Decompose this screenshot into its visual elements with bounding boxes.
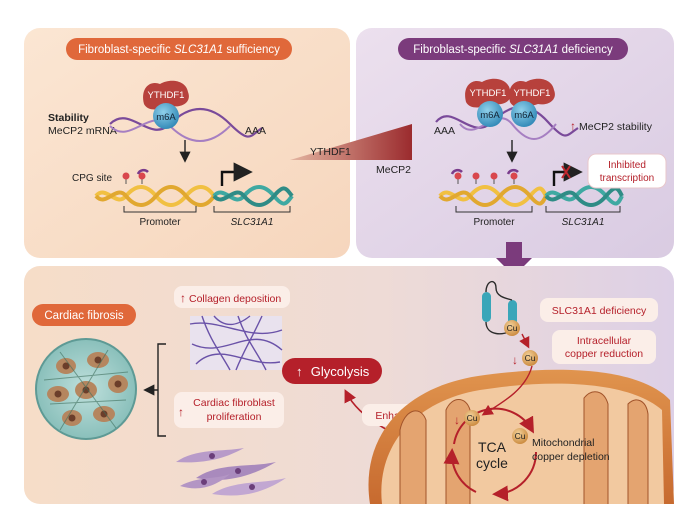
sufficiency-panel [24, 28, 350, 258]
svg-text:m6A: m6A [514, 110, 534, 121]
svg-text:↓: ↓ [512, 353, 518, 367]
svg-text:↑: ↑ [180, 291, 186, 305]
deficiency-panel [356, 28, 674, 258]
svg-text:proliferation: proliferation [207, 411, 262, 423]
gene-label-left: SLC31A1 [231, 217, 274, 228]
gene-bracket-right [545, 206, 621, 213]
ythdf1-gradient-wedge [290, 124, 412, 160]
m6a-modification-right-b: m6A [511, 101, 537, 127]
mrna-strand [109, 108, 263, 138]
blocked-transcription-arrow [552, 162, 583, 186]
svg-text:Glycolysis: Glycolysis [311, 364, 370, 379]
gene-bracket-left [213, 206, 291, 213]
ythdf1-protein: YTHDF1 [143, 80, 189, 110]
ythdf1-protein-right-b: YTHDF1 [509, 78, 555, 108]
ythdf1-protein-right-a: YTHDF1 [465, 78, 511, 108]
svg-text:Cu: Cu [507, 323, 518, 333]
svg-text:Collagen deposition: Collagen deposition [189, 293, 281, 305]
svg-text:↓: ↓ [454, 413, 460, 427]
svg-text:Cardiac fibroblast: Cardiac fibroblast [193, 397, 275, 409]
svg-text:Inhibited: Inhibited [608, 160, 646, 171]
svg-text:transcription: transcription [600, 173, 654, 184]
outcome-bracket [146, 343, 166, 437]
cu-to-mito-arrow [481, 365, 533, 416]
promoter-bracket-right [455, 206, 533, 213]
svg-text:m6A: m6A [480, 110, 500, 121]
fibrotic-tissue-illustration [35, 338, 137, 440]
cpg-marker [122, 168, 149, 184]
cu-entry-arrow [519, 333, 530, 349]
svg-text:↑: ↑ [296, 364, 303, 379]
svg-text:YTHDF1: YTHDF1 [148, 90, 185, 101]
collagen-deposition-label: ↑ Collagen deposition [174, 286, 290, 308]
promoter-bracket-left [123, 206, 197, 213]
svg-text:copper reduction: copper reduction [565, 348, 643, 360]
svg-text:Cu: Cu [515, 431, 526, 441]
inhibited-transcription-box: Inhibited transcription [587, 153, 667, 189]
svg-text:↑: ↑ [570, 119, 576, 133]
panel-connector-arrow [496, 242, 532, 276]
ythdf1-gradient-label: YTHDF1 [310, 146, 351, 158]
svg-text:YTHDF1: YTHDF1 [514, 88, 551, 99]
svg-text:↑: ↑ [178, 405, 184, 419]
svg-text:Cu: Cu [467, 413, 478, 423]
svg-text:cycle: cycle [476, 455, 508, 471]
mecp2-gradient-label: MeCP2 [376, 164, 411, 176]
svg-text:TCA: TCA [478, 439, 507, 455]
sufficiency-title-badge: Fibroblast-specific SLC31A1 sufficiency [66, 38, 292, 60]
svg-text:Cardiac fibrosis: Cardiac fibrosis [44, 310, 123, 322]
cu-ion-intracellular: ↓ Cu [512, 350, 538, 367]
cu-ion-transporter: Cu [504, 320, 520, 336]
promoter-label-left: Promoter [139, 217, 181, 228]
mito-copper-depletion-label-2: copper depletion [532, 451, 610, 463]
svg-text:Cu: Cu [525, 353, 536, 363]
transcription-arrow-left [220, 162, 253, 186]
cu-ion-mito-a: ↓ Cu [454, 410, 480, 427]
glycolysis-badge: ↑ Glycolysis [282, 358, 382, 384]
svg-text:SLC31A1 deficiency: SLC31A1 deficiency [552, 305, 647, 317]
collagen-fibers-illustration [189, 315, 283, 371]
cardiac-fibrosis-badge: Cardiac fibrosis [32, 304, 136, 326]
dna-promoter-right [438, 185, 548, 207]
mrna-strand-right-2 [459, 117, 557, 140]
stability-label: Stability [48, 112, 89, 124]
fibroblast-proliferation-label: ↑ Cardiac fibroblast proliferation [174, 392, 284, 428]
svg-text:Fibroblast-specific SLC31A1 de: Fibroblast-specific SLC31A1 deficiency [413, 44, 613, 56]
svg-text:YTHDF1: YTHDF1 [470, 88, 507, 99]
slc31a1-deficiency-label: SLC31A1 deficiency [540, 298, 658, 322]
dna-promoter-left [94, 185, 216, 207]
m6a-modification: m6A [153, 103, 179, 129]
mecp2-mrna-label: MeCP2 mRNA [48, 125, 117, 137]
mecp2-stability-label: ↑ MeCP2 stability [570, 119, 653, 133]
m6a-modification-right-a: m6A [477, 101, 503, 127]
copper-reduction-label: Intracellular copper reduction [552, 330, 656, 364]
mito-copper-depletion-label-1: Mitochondrial [532, 437, 594, 449]
gene-label-right: SLC31A1 [562, 217, 605, 228]
svg-text:Intracellular: Intracellular [577, 335, 632, 347]
promoter-label-right: Promoter [473, 217, 515, 228]
methylated-cpg-markers [450, 168, 519, 184]
svg-text:m6A: m6A [156, 112, 176, 123]
block-x-mark [561, 165, 571, 179]
svg-text:MeCP2 stability: MeCP2 stability [579, 121, 653, 133]
svg-text:Fibroblast-specific SLC31A1 su: Fibroblast-specific SLC31A1 sufficiency [78, 44, 280, 56]
poly-a-tail: AAA [245, 125, 266, 137]
cpg-site-label: CPG site [72, 173, 112, 184]
deficiency-title-badge: Fibroblast-specific SLC31A1 deficiency [398, 38, 628, 60]
cu-ion-mito-b: Cu [512, 428, 528, 444]
fibroblast-cells-illustration [176, 448, 286, 496]
poly-a-tail-right: AAA [434, 125, 455, 137]
dna-gene-left [212, 185, 294, 207]
